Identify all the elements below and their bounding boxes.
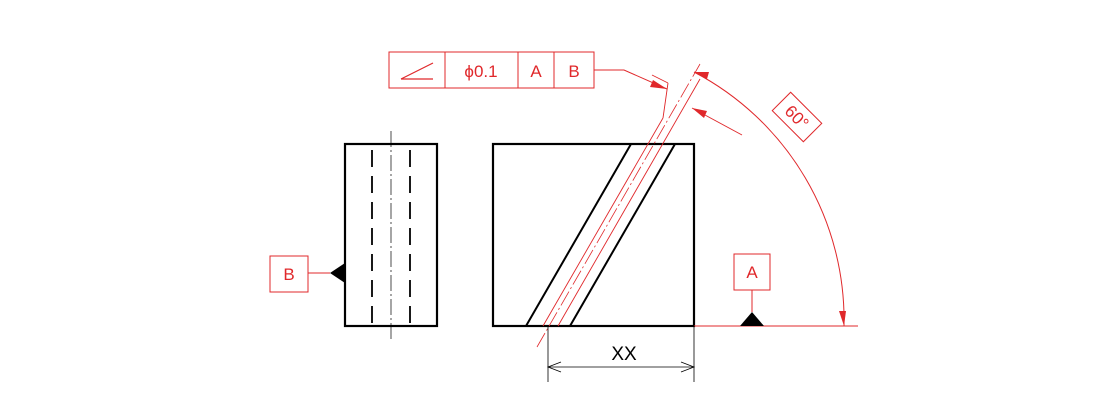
datum-a-feature: A bbox=[694, 253, 858, 327]
datum-b-label: B bbox=[283, 265, 294, 284]
angularity-icon bbox=[400, 62, 434, 80]
angle-label: 60° bbox=[781, 102, 813, 134]
tolerance-zone bbox=[542, 74, 743, 327]
inclined-centerline bbox=[536, 63, 701, 348]
datum-a-triangle-icon bbox=[740, 312, 764, 326]
frame-leader bbox=[594, 69, 668, 90]
side-view bbox=[343, 131, 439, 342]
front-view bbox=[491, 63, 701, 348]
feature-control-frame: ϕ0.1 A B bbox=[388, 51, 595, 89]
datum-ref-secondary: B bbox=[568, 62, 579, 81]
dimension-label: XX bbox=[611, 344, 637, 365]
tolerance-value: ϕ0.1 bbox=[464, 62, 497, 81]
linear-dimension: XX bbox=[546, 326, 696, 382]
datum-b-triangle-icon bbox=[330, 263, 345, 283]
datum-a-label: A bbox=[746, 263, 758, 282]
datum-ref-primary: A bbox=[530, 62, 542, 81]
datum-b-feature: B bbox=[269, 255, 345, 293]
